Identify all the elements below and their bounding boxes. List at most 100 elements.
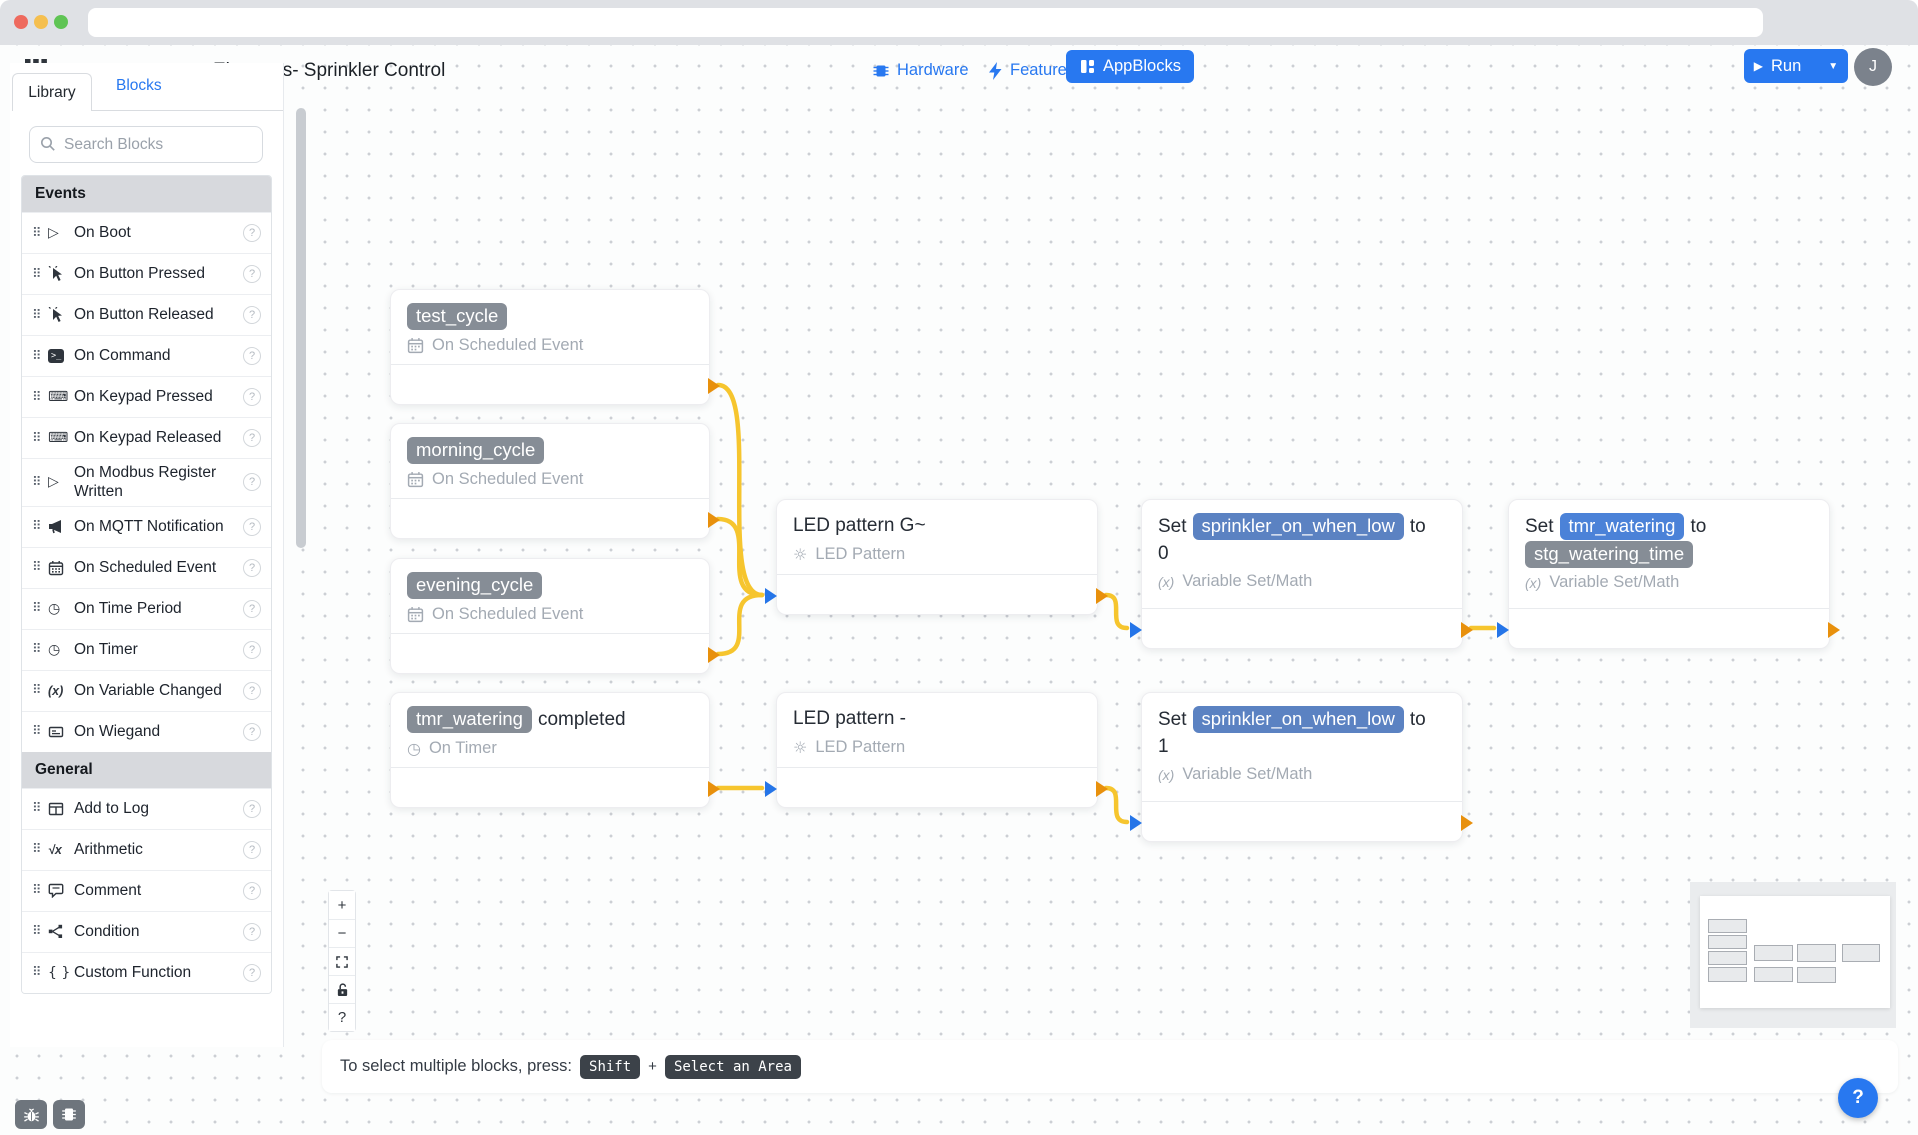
help-icon[interactable]: ?	[243, 473, 261, 492]
minimap[interactable]	[1690, 882, 1896, 1028]
output-port[interactable]	[708, 647, 720, 663]
address-bar[interactable]	[88, 8, 1763, 37]
lock-button[interactable]	[329, 975, 355, 1003]
sidebar-item-custom-function[interactable]: ⠿ { } Custom Function ?	[22, 951, 271, 993]
drag-handle-icon[interactable]: ⠿	[32, 560, 42, 576]
output-port[interactable]	[1461, 622, 1473, 638]
help-icon[interactable]: ?	[243, 265, 261, 283]
block-test-cycle[interactable]: test_cycle On Scheduled Event	[390, 289, 720, 405]
minimize-window-icon[interactable]	[34, 15, 48, 29]
drag-handle-icon[interactable]: ⠿	[32, 601, 42, 617]
drag-handle-icon[interactable]: ⠿	[32, 266, 42, 282]
help-icon[interactable]: ?	[243, 224, 261, 242]
sidebar-item-on-modbus-register-written[interactable]: ⠿ ▷ On Modbus Register Written ?	[22, 458, 271, 506]
output-port[interactable]	[1096, 781, 1108, 797]
sidebar-item-on-keypad-pressed[interactable]: ⠿ ⌨ On Keypad Pressed ?	[22, 376, 271, 417]
debug-button[interactable]	[15, 1100, 47, 1129]
output-port[interactable]	[708, 512, 720, 528]
sidebar-item-on-time-period[interactable]: ⠿ ◷ On Time Period ?	[22, 587, 271, 629]
output-port[interactable]	[708, 781, 720, 797]
block-morning-cycle[interactable]: morning_cycle On Scheduled Event	[390, 423, 720, 539]
help-icon[interactable]: ?	[243, 722, 261, 741]
sidebar-item-on-scheduled-event[interactable]: ⠿ On Scheduled Event ?	[22, 546, 271, 588]
nav-hardware[interactable]: Hardware	[872, 61, 969, 80]
help-icon[interactable]: ?	[243, 922, 261, 941]
drag-handle-icon[interactable]: ⠿	[32, 642, 42, 658]
sidebar-item-on-button-pressed[interactable]: ⠿ On Button Pressed ?	[22, 253, 271, 294]
run-dropdown-caret-icon[interactable]: ▼	[1828, 60, 1839, 72]
drag-handle-icon[interactable]: ⠿	[32, 924, 42, 940]
help-icon[interactable]: ?	[243, 963, 261, 982]
sidebar-item-on-timer[interactable]: ⠿ ◷ On Timer ?	[22, 628, 271, 670]
drag-handle-icon[interactable]: ⠿	[32, 389, 42, 405]
drag-handle-icon[interactable]: ⠿	[32, 965, 42, 981]
help-icon[interactable]: ?	[243, 429, 261, 447]
drag-handle-icon[interactable]: ⠿	[32, 474, 42, 490]
input-port[interactable]	[1130, 815, 1142, 831]
help-icon[interactable]: ?	[243, 881, 261, 900]
block-led-pattern-g[interactable]: LED pattern G~ ☼LED Pattern	[765, 499, 1108, 615]
input-port[interactable]	[765, 781, 777, 797]
sidebar-item-add-to-log[interactable]: ⠿ Add to Log ?	[22, 787, 271, 829]
sidebar-item-on-variable-changed[interactable]: ⠿ (x) On Variable Changed ?	[22, 669, 271, 711]
block-evening-cycle[interactable]: evening_cycle On Scheduled Event	[390, 558, 720, 674]
help-icon[interactable]: ?	[243, 799, 261, 818]
canvas-help-button[interactable]: ?	[329, 1003, 355, 1031]
drag-handle-icon[interactable]: ⠿	[32, 225, 42, 241]
run-button[interactable]: ▶ Run ▼	[1744, 49, 1848, 83]
drag-handle-icon[interactable]: ⠿	[32, 348, 42, 364]
help-icon[interactable]: ?	[243, 640, 261, 659]
sidebar-item-on-mqtt-notification[interactable]: ⠿ On MQTT Notification ?	[22, 505, 271, 547]
sidebar-item-arithmetic[interactable]: ⠿ √x Arithmetic ?	[22, 828, 271, 870]
output-port[interactable]	[708, 378, 720, 394]
input-port[interactable]	[1497, 622, 1509, 638]
output-port[interactable]	[1096, 588, 1108, 604]
help-icon[interactable]: ?	[243, 840, 261, 859]
drag-handle-icon[interactable]: ⠿	[32, 883, 42, 899]
help-icon[interactable]: ?	[243, 599, 261, 618]
zoom-in-button[interactable]: +	[329, 891, 355, 919]
close-window-icon[interactable]	[14, 15, 28, 29]
drag-handle-icon[interactable]: ⠿	[32, 519, 42, 535]
output-port[interactable]	[1828, 622, 1840, 638]
input-port[interactable]	[1130, 622, 1142, 638]
drag-handle-icon[interactable]: ⠿	[32, 724, 42, 740]
search-input[interactable]	[29, 126, 263, 163]
help-icon[interactable]: ?	[243, 347, 261, 365]
sidebar-item-comment[interactable]: ⠿ Comment ?	[22, 869, 271, 911]
drag-handle-icon[interactable]: ⠿	[32, 801, 42, 817]
drag-handle-icon[interactable]: ⠿	[32, 683, 42, 699]
tab-blocks[interactable]: Blocks	[116, 77, 162, 94]
nav-appblocks-active[interactable]: AppBlocks	[1066, 50, 1194, 83]
device-button[interactable]	[53, 1100, 85, 1129]
sidebar-item-condition[interactable]: ⠿ Condition ?	[22, 910, 271, 952]
help-icon[interactable]: ?	[243, 681, 261, 700]
output-port[interactable]	[1461, 815, 1473, 831]
sidebar-item-on-command[interactable]: ⠿ >_ On Command ?	[22, 335, 271, 376]
zoom-out-button[interactable]: −	[329, 919, 355, 947]
user-avatar[interactable]: J	[1854, 48, 1892, 86]
fit-view-button[interactable]	[329, 947, 355, 975]
help-icon[interactable]: ?	[243, 306, 261, 324]
block-led-pattern-dash[interactable]: LED pattern - ☼LED Pattern	[765, 692, 1108, 808]
help-icon[interactable]: ?	[243, 388, 261, 406]
sidebar-item-on-button-released[interactable]: ⠿ On Button Released ?	[22, 294, 271, 335]
drag-handle-icon[interactable]: ⠿	[32, 307, 42, 323]
sidebar-item-on-wiegand[interactable]: ⠿ On Wiegand ?	[22, 710, 271, 752]
sidebar-scrollbar[interactable]	[296, 108, 306, 548]
input-port[interactable]	[765, 588, 777, 604]
sidebar-item-on-boot[interactable]: ⠿ ▷ On Boot ?	[22, 212, 271, 253]
drag-handle-icon[interactable]: ⠿	[32, 430, 42, 446]
maximize-window-icon[interactable]	[54, 15, 68, 29]
sidebar-item-on-keypad-released[interactable]: ⠿ ⌨ On Keypad Released ?	[22, 417, 271, 458]
tab-library[interactable]: Library	[12, 73, 92, 111]
help-icon[interactable]: ?	[243, 517, 261, 536]
nav-features[interactable]: Features	[988, 61, 1075, 80]
help-fab[interactable]: ?	[1838, 1078, 1878, 1118]
drag-handle-icon[interactable]: ⠿	[32, 842, 42, 858]
help-icon[interactable]: ?	[243, 558, 261, 577]
